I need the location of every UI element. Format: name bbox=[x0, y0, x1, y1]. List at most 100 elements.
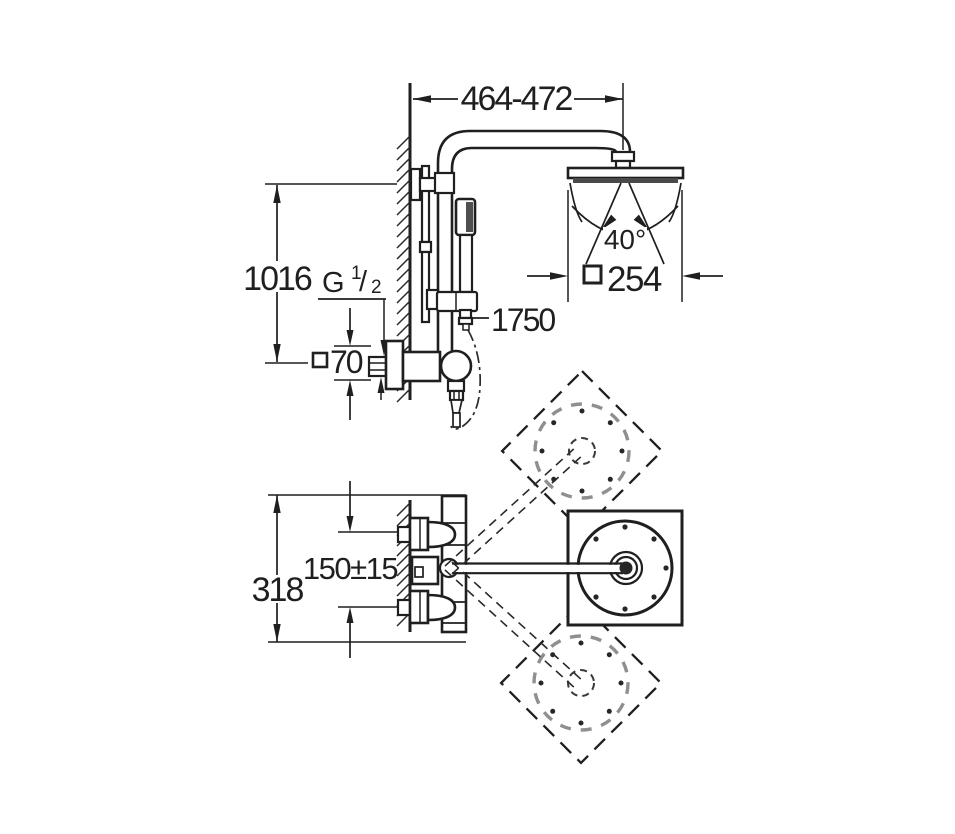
thread-g-label: G bbox=[322, 267, 344, 299]
supply-stub bbox=[396, 525, 412, 544]
dim-connection-spacing: 150±15 bbox=[303, 481, 410, 658]
connection-spacing-label: 150±15 bbox=[303, 551, 397, 586]
arrowhead-down bbox=[346, 516, 354, 532]
shower-hose bbox=[450, 329, 482, 430]
swivel-position-lower bbox=[499, 601, 663, 765]
valve-wall-plate bbox=[384, 339, 405, 391]
arrowhead-down bbox=[380, 340, 388, 356]
arrowhead-right bbox=[605, 95, 623, 103]
head-ball-joint bbox=[610, 150, 636, 170]
dim-hose-length: 1750 bbox=[471, 302, 557, 338]
dim-thread: G 1 / 2 bbox=[318, 263, 388, 400]
arrowhead-up bbox=[377, 377, 385, 393]
angle-line-right bbox=[628, 182, 665, 265]
connector-cone bbox=[458, 308, 473, 320]
dim-mounting-span: 318 bbox=[250, 494, 466, 643]
arrowhead-down bbox=[273, 344, 281, 362]
rail-joint-nut bbox=[418, 240, 433, 254]
supply-union bbox=[367, 355, 388, 378]
arm-reach-label: 464-472 bbox=[461, 80, 573, 118]
rail-height-label: 1016 bbox=[243, 260, 312, 298]
spray-edge-left bbox=[569, 182, 583, 223]
rail-lower-segment bbox=[420, 250, 431, 324]
thread-denominator-label: 2 bbox=[371, 277, 382, 298]
outlet-cone bbox=[450, 399, 464, 414]
sprayface-circle-dashed bbox=[532, 634, 630, 732]
bracket-collar bbox=[433, 171, 456, 195]
valve-body bbox=[401, 350, 442, 383]
hand-shower-face bbox=[466, 202, 473, 232]
dim-supply-size: 70 bbox=[311, 308, 371, 420]
label-backdrop bbox=[603, 227, 647, 252]
hose-length-label: 1750 bbox=[491, 302, 555, 338]
hub-dashed bbox=[568, 437, 596, 465]
angle-line-left bbox=[585, 182, 622, 265]
shower-head-front bbox=[566, 166, 685, 223]
arrowhead-left bbox=[413, 95, 431, 103]
slider-body bbox=[435, 290, 479, 313]
outlet-base bbox=[446, 379, 466, 393]
hub-dashed bbox=[567, 669, 595, 697]
center-outlet-notch bbox=[414, 566, 424, 578]
wall-bracket bbox=[409, 167, 456, 202]
center-outlet bbox=[410, 555, 440, 586]
supply-port-top bbox=[396, 516, 457, 552]
pipe-inner-line bbox=[450, 146, 618, 352]
supply-stub bbox=[396, 598, 412, 617]
thread-slash-label: / bbox=[359, 266, 368, 298]
spray-edge-right bbox=[668, 182, 682, 223]
arrowhead-left bbox=[550, 272, 568, 280]
joint-nut-upper bbox=[610, 150, 636, 163]
supply-port-bottom bbox=[396, 589, 457, 625]
head-square-dashed bbox=[500, 369, 664, 533]
supply-size-label: 70 bbox=[330, 344, 363, 380]
nozzle-dots bbox=[538, 640, 624, 726]
union-dome bbox=[426, 593, 457, 622]
head-width-label: 254 bbox=[607, 260, 662, 299]
arrowhead-right bbox=[682, 272, 700, 280]
hose-connector bbox=[457, 308, 474, 331]
swivel-position-upper bbox=[500, 369, 664, 533]
label-backdrop bbox=[458, 83, 574, 112]
hand-shower-handle bbox=[458, 233, 474, 295]
head-plate bbox=[566, 166, 685, 180]
arrowhead-up bbox=[346, 380, 354, 396]
arrowhead-right bbox=[633, 214, 649, 230]
label-backdrop bbox=[250, 575, 306, 603]
spray-angle-label: 40° bbox=[604, 224, 646, 255]
outlet-tip bbox=[452, 412, 461, 428]
dim-arm-reach: 464-472 bbox=[413, 80, 624, 150]
dim-spray-angle: 40° bbox=[571, 182, 679, 265]
rail-slider bbox=[425, 288, 479, 313]
arrowhead-up bbox=[273, 185, 281, 203]
nozzle-dots bbox=[539, 408, 625, 494]
square-symbol-icon bbox=[582, 264, 603, 285]
head-square-dashed bbox=[499, 601, 663, 765]
front-view: 464-472 1016 bbox=[243, 80, 723, 430]
head-sprayface bbox=[573, 178, 678, 183]
arrowhead-down bbox=[346, 330, 354, 346]
mounting-span-label: 318 bbox=[252, 571, 304, 609]
thermostat-valve-front bbox=[367, 339, 473, 428]
bracket-plate bbox=[409, 167, 422, 202]
arrowhead-up bbox=[273, 495, 281, 513]
hub-center bbox=[619, 561, 633, 575]
port-escutcheon bbox=[408, 516, 430, 552]
outlet-nut bbox=[448, 389, 465, 402]
arrowhead-left bbox=[601, 214, 617, 230]
shower-pipe bbox=[436, 129, 632, 352]
port-escutcheon bbox=[408, 589, 430, 625]
arm-channel bbox=[452, 564, 623, 572]
sprayface-circle-dashed bbox=[533, 402, 631, 500]
valve-knob bbox=[439, 349, 473, 383]
arrowhead-up bbox=[346, 607, 354, 623]
arrowhead-down bbox=[273, 624, 281, 642]
thread-numerator-label: 1 bbox=[351, 263, 362, 284]
pipe-outer-line bbox=[436, 129, 632, 352]
union-dome bbox=[426, 520, 457, 549]
dim-rail-height: 1016 bbox=[243, 183, 397, 364]
dim-head-width: 254 bbox=[527, 190, 723, 302]
connector-tip bbox=[462, 323, 470, 331]
